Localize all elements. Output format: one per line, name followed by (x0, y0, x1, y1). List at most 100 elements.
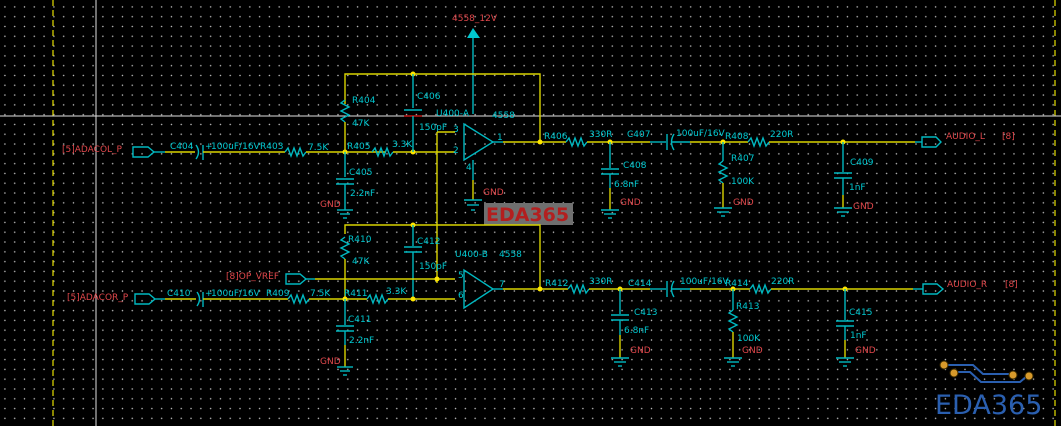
c414-value: 100uF/16V (680, 277, 730, 287)
output-port-label-left[interactable]: AUDIO_L (946, 132, 985, 142)
c404-value: + (205, 142, 213, 152)
c412-ref: C412 (417, 237, 440, 247)
input-port-label-left[interactable]: [5]ADACOL_P (62, 145, 123, 155)
gnd-label: GND (320, 357, 341, 367)
c414-ref: C414 (628, 279, 652, 289)
c408-ref: C408 (623, 161, 647, 171)
r404-ref: R404 (352, 96, 376, 106)
c408-value: 6.8nF (614, 180, 639, 190)
r403-value: 7.5K (308, 143, 329, 153)
c409-ref: C409 (850, 158, 874, 168)
r414-value: 220R (771, 277, 794, 287)
r412-ref: R412 (545, 279, 568, 289)
polarized-capacitor-icon (196, 291, 201, 307)
c415-ref: C415 (849, 308, 872, 318)
pcb-trace-icon (944, 364, 1013, 375)
r404-value: 47K (352, 119, 370, 129)
opamp-left-ref: U400-A (436, 109, 470, 119)
opamp-right[interactable] (463, 268, 495, 310)
power-rail-label: 4558_12V (452, 14, 498, 24)
opamp-left[interactable] (463, 122, 495, 162)
c407-value: 100uF/16V (676, 129, 726, 139)
c405-value: 2.2nF (350, 189, 375, 199)
resistor-icon (567, 283, 590, 295)
r414-ref: R414 (725, 279, 749, 289)
resistor-icon (727, 309, 739, 333)
output-port-left[interactable] (921, 136, 942, 148)
resistor-icon (747, 136, 770, 148)
pin-label: 5 (458, 271, 464, 281)
c413-ref: C413 (634, 308, 657, 318)
pin-label: 6 (458, 291, 464, 301)
r408-value: 220R (770, 130, 793, 140)
r409-ref: R409 (266, 289, 290, 299)
resistor-icon (371, 146, 394, 158)
resistor-icon (339, 236, 351, 260)
r403-ref: R403 (260, 142, 283, 152)
gnd-label: GND (733, 198, 754, 208)
output-port-label-right[interactable]: AUDIO_R (947, 280, 987, 290)
watermark-box (484, 203, 573, 225)
input-port-left[interactable] (132, 146, 156, 158)
resistor-icon (565, 136, 588, 148)
gnd-label: GND (483, 188, 504, 198)
c415-value: 1nF (850, 331, 867, 341)
feedback-wire (344, 73, 541, 142)
watermark-corner: EDA365 (935, 390, 1042, 421)
opamp-right-ref: U400-B (455, 250, 488, 260)
c410-value: 100uF/16V (211, 289, 261, 299)
gnd-label: GND (630, 346, 651, 356)
channel-right: R410 47K C412 150pF [8]OP_VREF [5]ADACOR… (67, 222, 1018, 376)
r409-value: 7.5K (310, 289, 331, 299)
r413-value: 100K (737, 334, 761, 344)
c404-value: 100uF/16V (211, 142, 261, 152)
c411-ref: C411 (348, 315, 371, 325)
r406-ref: R406 (544, 132, 568, 142)
feedback-wire (344, 224, 541, 289)
r412-value: 330R (589, 277, 612, 287)
c406-value: 150pF (419, 123, 447, 133)
opamp-left-part: 4558 (492, 111, 515, 121)
r408-ref: R408 (725, 132, 749, 142)
gnd-label: GND (320, 200, 341, 210)
c406-ref: C406 (417, 92, 441, 102)
output-sheet-ref-right: [8] (1005, 280, 1018, 290)
r410-ref: R410 (348, 235, 372, 245)
watermark-center: EDA365 (486, 204, 569, 226)
eda365-logo: EDA365 (935, 360, 1042, 421)
r405-ref: R405 (347, 142, 370, 152)
r411-value: 3.3K (386, 287, 407, 297)
c410-ref: C410 (167, 289, 191, 299)
pin-label: 7 (499, 280, 505, 290)
input-port-label-right[interactable]: [5]ADACOR_P (67, 293, 129, 303)
channel-left: [5]ADACOL_P C404 + 100uF/16V R403 7.5K R… (62, 71, 1015, 283)
resistor-icon (366, 293, 389, 305)
vref-port[interactable] (285, 273, 308, 285)
r407-value: 100K (731, 177, 755, 187)
r410-value: 47K (352, 257, 370, 267)
polarized-capacitor-icon (195, 144, 200, 160)
r407-ref: R407 (731, 154, 754, 164)
power-arrow-icon (467, 28, 480, 38)
pin-label: 3 (453, 125, 459, 135)
input-port-right[interactable] (134, 293, 157, 305)
vref-port-label[interactable]: [8]OP_VREF (226, 272, 279, 282)
c410-polarity: + (205, 289, 213, 299)
gnd-label: GND (620, 198, 641, 208)
c404-ref: C404 (170, 142, 194, 152)
resistor-icon (284, 146, 307, 158)
c413-value: 6.8nF (624, 326, 649, 336)
r405-value: 3.3K (392, 140, 413, 150)
gnd-label: GND (855, 346, 876, 356)
c405-ref: C405 (349, 168, 372, 178)
r413-ref: R413 (736, 302, 759, 312)
resistor-icon (287, 293, 310, 305)
resistor-icon (717, 160, 729, 184)
pin-label: 1 (497, 133, 503, 143)
gnd-label: GND (853, 202, 874, 212)
opamp-right-part: 4558 (499, 250, 522, 260)
pin-label: 4 (466, 163, 472, 173)
gnd-label: GND (742, 346, 763, 356)
output-port-right[interactable] (922, 283, 945, 295)
